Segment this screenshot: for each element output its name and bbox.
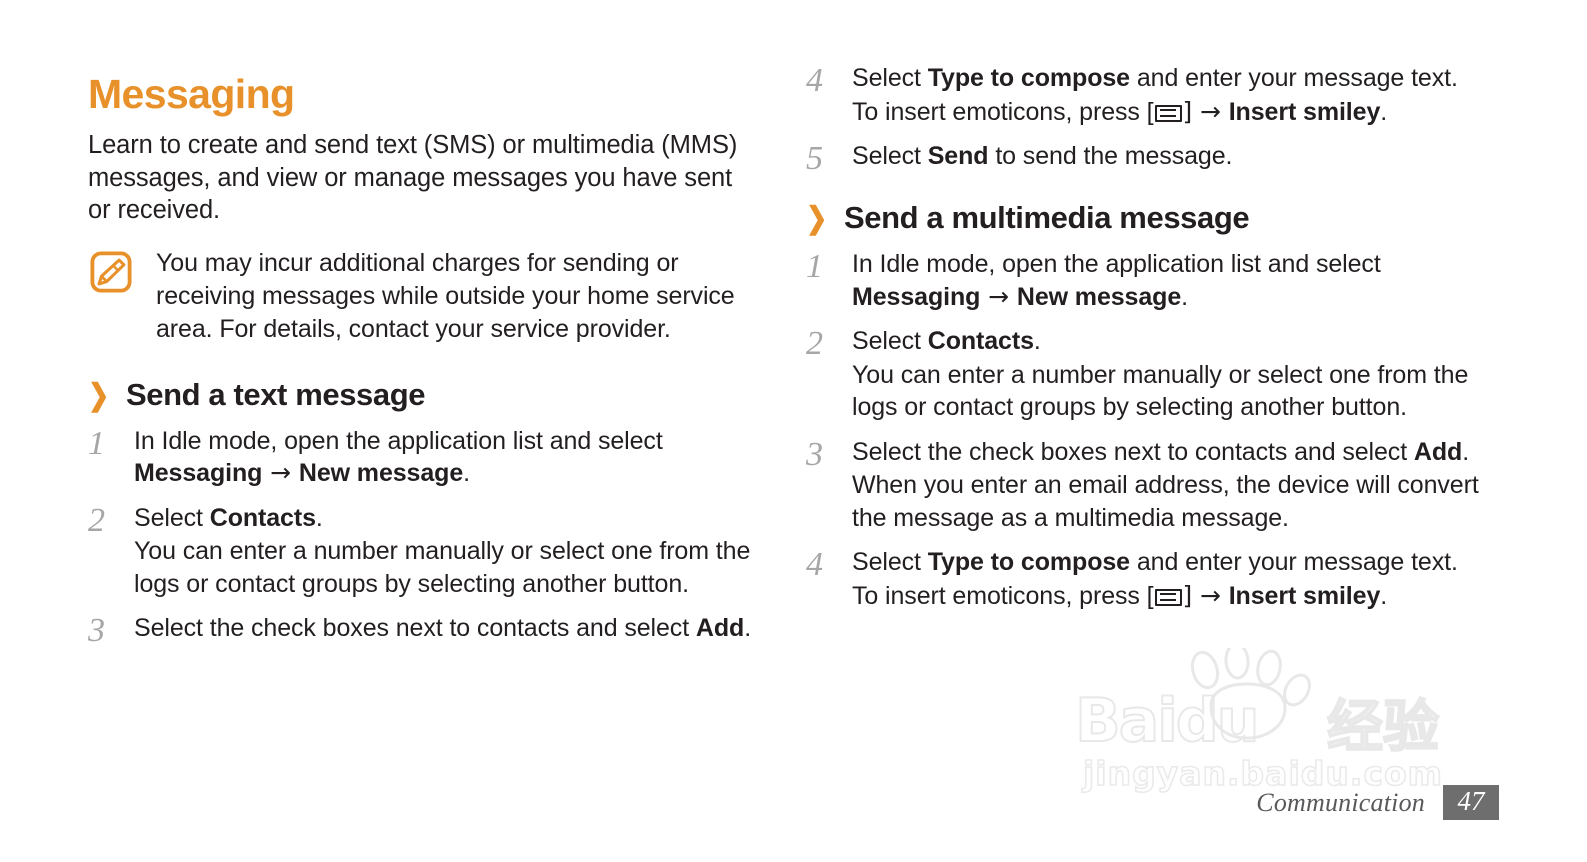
step-number: 4 <box>806 62 823 99</box>
step-number: 3 <box>806 435 823 473</box>
step-number: 4 <box>806 546 823 583</box>
step-lead: In Idle mode, open the application list … <box>134 426 663 455</box>
step-tail: . <box>1181 282 1188 311</box>
step-bold-term: Add <box>1413 437 1463 466</box>
step-tail: . <box>1462 437 1470 466</box>
step-item: 1 In Idle mode, open the application lis… <box>88 425 764 490</box>
step-sub-tail: . <box>1380 97 1388 126</box>
step-mid: and enter your message text. <box>1129 64 1458 92</box>
step-bold-term: Contacts <box>927 327 1034 355</box>
right-column: 4 Select Type to compose and enter your … <box>806 62 1482 612</box>
watermark-brand-cn: 经验 <box>1326 694 1440 761</box>
step-tail: . <box>744 614 752 643</box>
menu-key-icon <box>1154 588 1182 606</box>
step-text: Select Type to compose and enter your me… <box>852 546 1482 612</box>
page-title: Messaging <box>88 71 295 117</box>
step-text: Select Type to compose and enter your me… <box>852 62 1482 128</box>
step-item: 3 Select the check boxes next to contact… <box>806 436 1482 535</box>
step-arrow: → <box>980 281 1017 311</box>
step-item: 2 Select Contacts. You can enter a numbe… <box>88 502 764 601</box>
watermark-brand: Baidu <box>1074 685 1260 757</box>
note-text: You may incur additional charges for sen… <box>156 248 735 344</box>
step-text: Select the check boxes next to contacts … <box>852 436 1482 535</box>
step-number: 1 <box>806 248 823 285</box>
step-subtext: To insert emoticons, press [ ] → Insert s… <box>852 96 1482 129</box>
step-sub-tail: . <box>1380 581 1388 610</box>
step-sub-mid: ] → <box>1182 580 1229 610</box>
step-bold-term-2: New message <box>298 459 464 488</box>
step-lead: Select the check boxes next to contacts … <box>852 437 1414 466</box>
step-subtext: When you enter an email address, the dev… <box>852 471 1479 532</box>
step-number: 5 <box>806 140 823 177</box>
step-text: Select Contacts. You can enter a number … <box>852 325 1482 424</box>
step-arrow: → <box>262 458 299 488</box>
step-tail: . <box>1033 327 1041 355</box>
page-footer: Communication 47 <box>1256 785 1499 820</box>
step-text: Select Contacts. You can enter a number … <box>134 502 764 601</box>
step-lead: In Idle mode, open the application list … <box>852 250 1381 278</box>
step-number: 2 <box>88 501 105 539</box>
step-sub-bold: Insert smiley <box>1228 97 1381 126</box>
step-bold-term: Messaging <box>852 282 981 311</box>
step-lead: Select <box>852 64 928 92</box>
step-lead: Select <box>852 548 928 576</box>
step-sub-lead: To insert emoticons, press [ <box>852 581 1154 610</box>
step-bold-term: Type to compose <box>927 64 1130 92</box>
note-callout: You may incur additional charges for sen… <box>88 247 764 347</box>
step-item: 4 Select Type to compose and enter your … <box>806 546 1482 612</box>
step-number: 2 <box>806 325 823 362</box>
note-pencil-icon <box>90 251 132 293</box>
step-sub-lead: To insert emoticons, press [ <box>852 97 1154 126</box>
step-bold-term: Messaging <box>134 459 263 488</box>
paw-print-icon <box>1190 648 1311 740</box>
step-bold-term: Type to compose <box>927 548 1130 576</box>
step-number: 3 <box>88 612 105 650</box>
step-sub-bold: Insert smiley <box>1228 581 1381 610</box>
step-text: In Idle mode, open the application list … <box>134 425 764 490</box>
baidu-watermark: Baidu 经验 jingyan.baidu.com <box>1074 648 1495 794</box>
chevron-right-icon: ❯ <box>806 202 828 235</box>
step-text: Select Send to send the message. <box>852 140 1482 173</box>
step-text: Select the check boxes next to contacts … <box>134 612 764 645</box>
section-heading-multimedia-message: ❯ Send a multimedia message <box>806 200 1482 236</box>
step-bold-term: Add <box>695 614 745 643</box>
step-item: 3 Select the check boxes next to contact… <box>88 612 764 648</box>
chevron-right-icon: ❯ <box>88 378 110 412</box>
step-number: 1 <box>88 424 105 462</box>
step-bold-term: Send <box>927 142 989 170</box>
step-tail: . <box>315 503 323 532</box>
step-mid: to send the message. <box>988 142 1233 170</box>
step-bold-term: Contacts <box>209 503 316 532</box>
menu-key-icon <box>1154 104 1182 122</box>
left-column: Messaging Learn to create and send text … <box>88 62 764 648</box>
step-subtext: You can enter a number manually or selec… <box>852 360 1469 422</box>
step-lead: Select <box>852 142 928 170</box>
section-heading-text-message: ❯ Send a text message <box>88 377 764 413</box>
step-sub-mid: ] → <box>1182 96 1229 126</box>
footer-section-label: Communication <box>1256 787 1425 817</box>
intro-paragraph: Learn to create and send text (SMS) or m… <box>88 131 738 225</box>
step-tail: . <box>463 459 470 488</box>
step-bold-term-2: New message <box>1016 282 1182 311</box>
step-text: In Idle mode, open the application list … <box>852 248 1482 313</box>
step-lead: Select <box>134 503 210 532</box>
section-title: Send a multimedia message <box>844 200 1250 235</box>
step-subtext: To insert emoticons, press [ ] → Insert s… <box>852 580 1482 613</box>
step-item: 4 Select Type to compose and enter your … <box>806 62 1482 128</box>
step-mid: and enter your message text. <box>1129 548 1458 576</box>
footer-page-number: 47 <box>1443 785 1499 820</box>
step-item: 5 Select Send to send the message. <box>806 140 1482 176</box>
step-lead: Select <box>852 327 928 355</box>
step-item: 1 In Idle mode, open the application lis… <box>806 248 1482 313</box>
step-item: 2 Select Contacts. You can enter a numbe… <box>806 325 1482 424</box>
step-lead: Select the check boxes next to contacts … <box>134 614 696 643</box>
section-title: Send a text message <box>126 376 426 412</box>
step-subtext: You can enter a number manually or selec… <box>134 537 751 598</box>
